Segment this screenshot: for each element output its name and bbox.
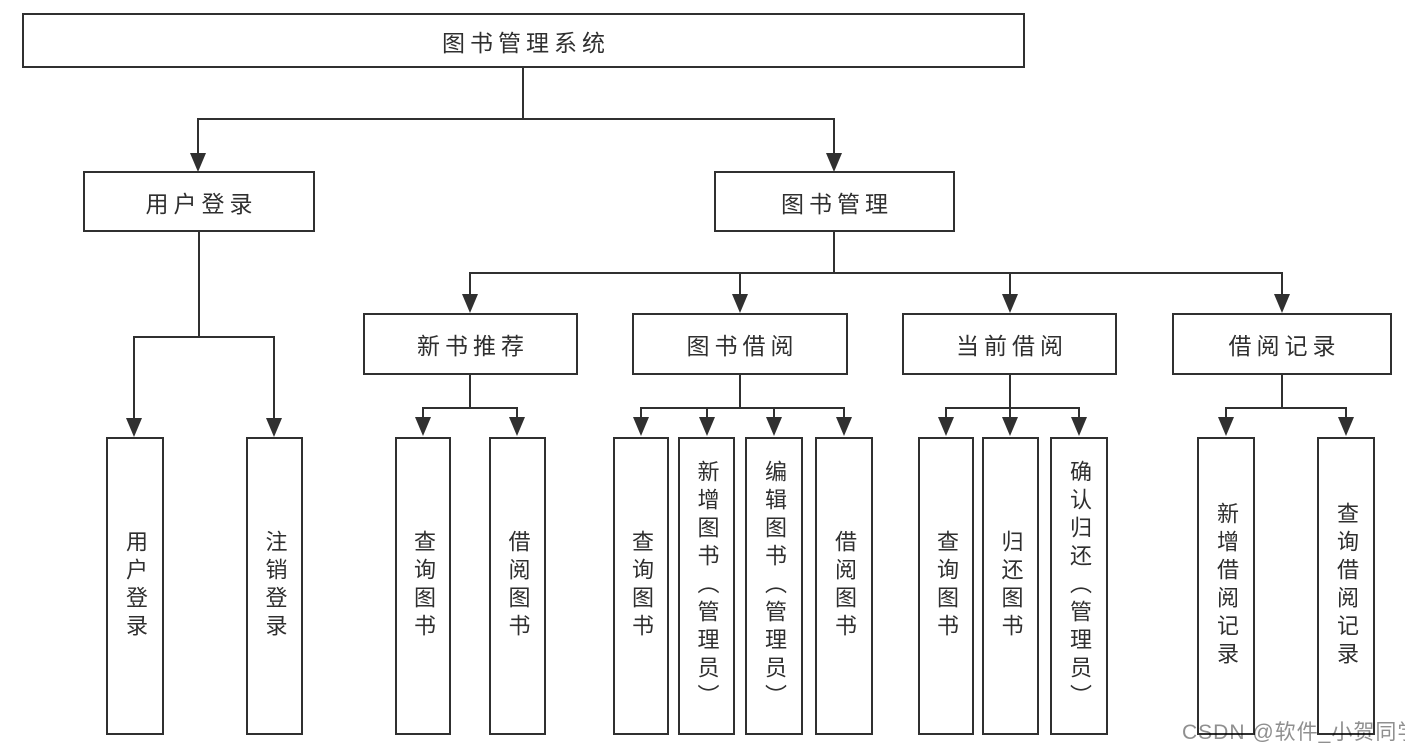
- arrow-down-icon: [836, 417, 852, 436]
- connector-line: [469, 375, 471, 408]
- node-user-login: 用户登录: [83, 171, 315, 232]
- arrow-down-icon: [1002, 417, 1018, 436]
- arrow-down-icon: [1218, 417, 1234, 436]
- connector-line: [1225, 407, 1227, 419]
- leaf-query-book-current: 查询图书: [918, 437, 974, 735]
- arrow-down-icon: [415, 417, 431, 436]
- leaf-query-book-recommend: 查询图书: [395, 437, 451, 735]
- connector-line: [1281, 272, 1283, 296]
- connector-line: [1009, 272, 1011, 296]
- connector-line: [1009, 375, 1011, 408]
- connector-line: [198, 232, 200, 336]
- connector-line: [739, 272, 741, 296]
- connector-line: [946, 407, 1079, 409]
- arrow-down-icon: [732, 294, 748, 313]
- arrow-down-icon: [1338, 417, 1354, 436]
- leaf-borrow-book: 借阅图书: [815, 437, 873, 735]
- connector-line: [640, 407, 845, 409]
- connector-line: [469, 272, 471, 296]
- connector-line: [739, 375, 741, 408]
- leaf-logout: 注销登录: [246, 437, 303, 735]
- arrow-down-icon: [766, 417, 782, 436]
- connector-line: [706, 407, 708, 419]
- leaf-query-book-borrow: 查询图书: [613, 437, 669, 735]
- leaf-confirm-return-admin: 确认归还（管理员）: [1050, 437, 1108, 735]
- arrow-down-icon: [190, 153, 206, 172]
- connector-line: [1226, 407, 1346, 409]
- connector-line: [1345, 407, 1347, 419]
- connector-line: [1009, 407, 1011, 419]
- connector-line: [423, 407, 518, 409]
- connector-line: [134, 336, 275, 338]
- connector-line: [198, 118, 835, 120]
- connector-line: [833, 118, 835, 156]
- connector-line: [197, 118, 199, 156]
- arrow-down-icon: [1002, 294, 1018, 313]
- connector-line: [273, 336, 275, 420]
- watermark: CSDN @软件_小贺同学: [1182, 721, 1405, 744]
- leaf-edit-book-admin: 编辑图书（管理员）: [745, 437, 803, 735]
- arrow-down-icon: [1071, 417, 1087, 436]
- connector-line: [843, 407, 845, 419]
- connector-line: [1078, 407, 1080, 419]
- leaf-add-borrow-record: 新增借阅记录: [1197, 437, 1255, 735]
- leaf-add-book-admin: 新增图书（管理员）: [678, 437, 735, 735]
- node-book-borrow: 图书借阅: [632, 313, 848, 375]
- leaf-user-login: 用户登录: [106, 437, 164, 735]
- connector-line: [470, 272, 1283, 274]
- connector-line: [640, 407, 642, 419]
- arrow-down-icon: [1274, 294, 1290, 313]
- arrow-down-icon: [633, 417, 649, 436]
- connector-line: [945, 407, 947, 419]
- connector-line: [773, 407, 775, 419]
- node-borrow-record: 借阅记录: [1172, 313, 1392, 375]
- leaf-borrow-book-recommend: 借阅图书: [489, 437, 546, 735]
- leaf-return-book: 归还图书: [982, 437, 1039, 735]
- node-current-borrow: 当前借阅: [902, 313, 1117, 375]
- connector-line: [1281, 375, 1283, 408]
- arrow-down-icon: [699, 417, 715, 436]
- arrow-down-icon: [509, 417, 525, 436]
- connector-line: [522, 68, 524, 118]
- connector-line: [422, 407, 424, 419]
- arrow-down-icon: [266, 418, 282, 437]
- node-book-management: 图书管理: [714, 171, 955, 232]
- node-new-book-recommend: 新书推荐: [363, 313, 578, 375]
- arrow-down-icon: [938, 417, 954, 436]
- connector-line: [516, 407, 518, 419]
- leaf-query-borrow-record: 查询借阅记录: [1317, 437, 1375, 735]
- arrow-down-icon: [462, 294, 478, 313]
- node-root: 图书管理系统: [22, 13, 1025, 68]
- arrow-down-icon: [126, 418, 142, 437]
- connector-line: [833, 232, 835, 272]
- connector-line: [133, 336, 135, 420]
- arrow-down-icon: [826, 153, 842, 172]
